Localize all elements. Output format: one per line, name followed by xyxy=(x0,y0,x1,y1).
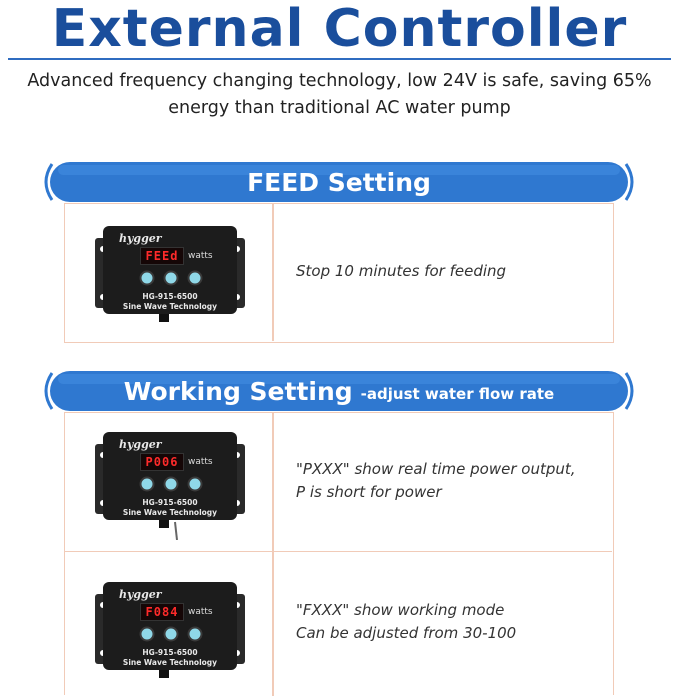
description-line-2: P is short for power xyxy=(296,483,442,501)
working-setting-subtitle: -adjust water flow rate xyxy=(360,385,555,403)
feed-setting-banner: FEED Setting xyxy=(38,161,640,203)
working-setting-title: Working Setting xyxy=(123,376,353,406)
feed-setting-panel: hygger FEEd watts HG-915-6500 Sine Wave … xyxy=(64,203,614,343)
row-divider xyxy=(272,552,274,696)
controller-body xyxy=(95,432,245,541)
description-line-1: "FXXX" show working mode xyxy=(296,601,505,619)
device-unit-label: watts xyxy=(188,251,213,261)
table-row: hygger FEEd watts HG-915-6500 Sine Wave … xyxy=(65,204,612,341)
device-display: P006 xyxy=(140,453,184,471)
row-divider xyxy=(272,413,274,551)
device-unit-label: watts xyxy=(188,607,213,617)
controller-device: hygger P006 watts HG-915-6500 Sine Wave … xyxy=(95,430,245,544)
device-unit-label: watts xyxy=(188,457,213,467)
controller-device: hygger F084 watts HG-915-6500 Sine Wave … xyxy=(95,580,245,694)
row-divider xyxy=(272,204,274,341)
page-subtitle: Advanced frequency changing technology, … xyxy=(0,68,679,122)
device-technology: Sine Wave Technology xyxy=(122,508,218,517)
row-description: "FXXX" show working mode Can be adjusted… xyxy=(296,599,516,645)
feed-setting-title: FEED Setting xyxy=(247,167,431,197)
table-row: hygger F084 watts HG-915-6500 Sine Wave … xyxy=(65,552,612,696)
device-brand-logo: hygger xyxy=(119,438,162,451)
device-technology: Sine Wave Technology xyxy=(122,658,218,667)
device-model: HG-915-6500 xyxy=(142,292,198,301)
device-display: FEEd xyxy=(140,247,184,265)
page-title: External Controller xyxy=(51,0,628,59)
title-underline xyxy=(8,58,671,60)
subtitle-line-1: Advanced frequency changing technology, … xyxy=(27,71,652,91)
table-row: hygger P006 watts HG-915-6500 Sine Wave … xyxy=(65,413,612,552)
description-line-1: Stop 10 minutes for feeding xyxy=(296,262,507,280)
working-setting-panel: hygger P006 watts HG-915-6500 Sine Wave … xyxy=(64,412,614,696)
device-model: HG-915-6500 xyxy=(142,498,198,507)
row-description: "PXXX" show real time power output, P is… xyxy=(296,458,576,504)
description-line-2: Can be adjusted from 30-100 xyxy=(296,624,517,642)
device-brand-logo: hygger xyxy=(119,588,162,601)
subtitle-line-2: energy than traditional AC water pump xyxy=(168,98,511,118)
banner-shape xyxy=(44,371,634,411)
device-brand-logo: hygger xyxy=(119,232,162,245)
row-description: Stop 10 minutes for feeding xyxy=(296,260,506,283)
controller-device: hygger FEEd watts HG-915-6500 Sine Wave … xyxy=(95,224,245,328)
controller-body xyxy=(95,582,245,678)
banner-shape xyxy=(44,162,634,202)
device-technology: Sine Wave Technology xyxy=(122,302,218,311)
device-display: F084 xyxy=(140,603,184,621)
controller-body xyxy=(95,226,245,322)
working-setting-banner: Working Setting -adjust water flow rate xyxy=(38,370,640,412)
device-model: HG-915-6500 xyxy=(142,648,198,657)
description-line-1: "PXXX" show real time power output, xyxy=(296,460,576,478)
